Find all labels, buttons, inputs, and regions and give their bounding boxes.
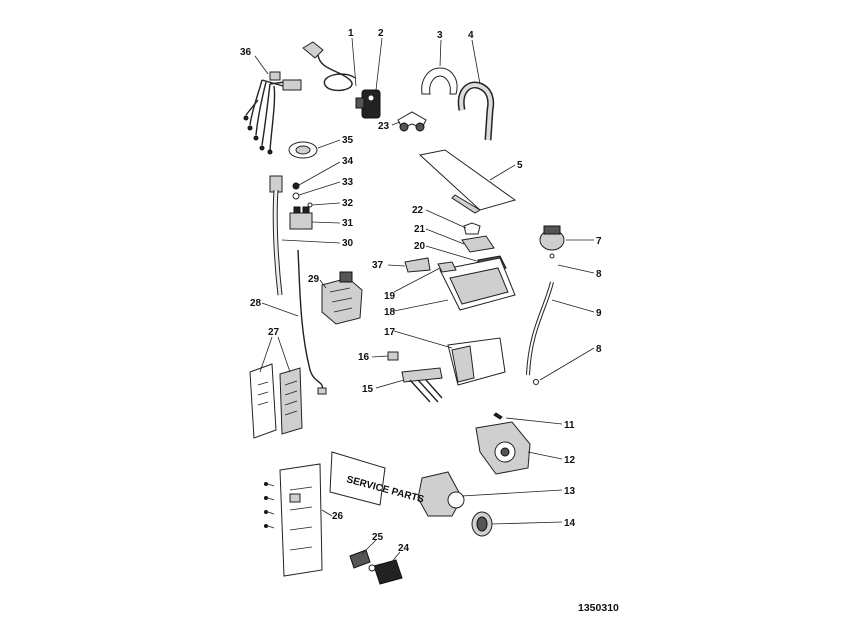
callout-25: 25 [372, 532, 384, 543]
part-26-panels: SERVICE PARTS [264, 451, 425, 577]
callout-3: 3 [437, 30, 443, 41]
part-35-seal-pad [288, 141, 318, 159]
callout-15: 15 [362, 384, 374, 395]
part-7-pressure-switch [539, 225, 565, 259]
callout-21: 21 [414, 224, 426, 235]
callout-17: 17 [384, 327, 396, 338]
callout-1: 1 [348, 28, 354, 39]
part-3-hose-hook [421, 67, 458, 95]
callout-13: 13 [564, 486, 576, 497]
callout-31: 31 [342, 218, 354, 229]
part-23-y-connector [397, 111, 427, 132]
callout-27: 27 [268, 327, 280, 338]
part-2-filter [355, 89, 381, 119]
part-15-heater-element [401, 367, 443, 403]
callout-28: 28 [250, 298, 262, 309]
part-31-door-interlock [289, 206, 313, 230]
part-27-electronic-boards [249, 363, 303, 439]
callout-23: 23 [378, 121, 390, 132]
part-21-lid [461, 235, 495, 253]
callout-16: 16 [358, 352, 370, 363]
callout-24: 24 [398, 543, 410, 554]
part-37-clip [404, 257, 431, 273]
part-22-valve [463, 222, 481, 235]
part-34-33-32-small-items [292, 182, 313, 208]
part-19-18-detergent-drawer [437, 257, 516, 311]
part-17-drawer-tray [447, 337, 506, 386]
callout-8a: 8 [596, 269, 602, 280]
part-12-drain-pump [475, 421, 531, 475]
part-25-24-selector-knob [349, 549, 403, 585]
callout-29: 29 [308, 274, 320, 285]
callout-14: 14 [564, 518, 576, 529]
callout-26: 26 [332, 511, 344, 522]
callout-8b: 8 [596, 344, 602, 355]
part-30-wire-bundle [269, 175, 283, 296]
drawing-reference-number: 1350310 [578, 602, 619, 614]
callout-labels: 1 2 3 4 5 7 8 9 8 11 12 13 14 15 16 17 1… [240, 28, 602, 554]
part-13-pump-body [417, 471, 465, 517]
part-29-module [321, 271, 363, 325]
leader-lines [254, 37, 595, 565]
part-9-pressure-hose [526, 281, 554, 385]
part-5-top-bracket [418, 149, 517, 214]
callout-34: 34 [342, 156, 354, 167]
part-11-screw [493, 412, 503, 420]
callout-19: 19 [384, 291, 396, 302]
callout-32: 32 [342, 198, 354, 209]
callout-37: 37 [372, 260, 384, 271]
callout-33: 33 [342, 177, 354, 188]
part-1-power-cord [302, 41, 356, 92]
callout-35: 35 [342, 135, 354, 146]
callout-7: 7 [596, 236, 602, 247]
part-36-wiring-harness [243, 71, 302, 155]
callout-9: 9 [596, 308, 602, 319]
part-28-lead [297, 249, 327, 395]
callout-22: 22 [412, 205, 424, 216]
part-4-drain-hose [457, 81, 495, 141]
callout-18: 18 [384, 307, 396, 318]
part-14-filter [471, 511, 493, 537]
callout-4: 4 [468, 30, 474, 41]
part-16-sensor [387, 351, 399, 361]
callout-30: 30 [342, 238, 354, 249]
callout-2: 2 [378, 28, 384, 39]
callout-5: 5 [517, 160, 523, 171]
callout-20: 20 [414, 241, 426, 252]
callout-11: 11 [564, 420, 575, 431]
callout-36: 36 [240, 47, 252, 58]
callout-12: 12 [564, 455, 576, 466]
